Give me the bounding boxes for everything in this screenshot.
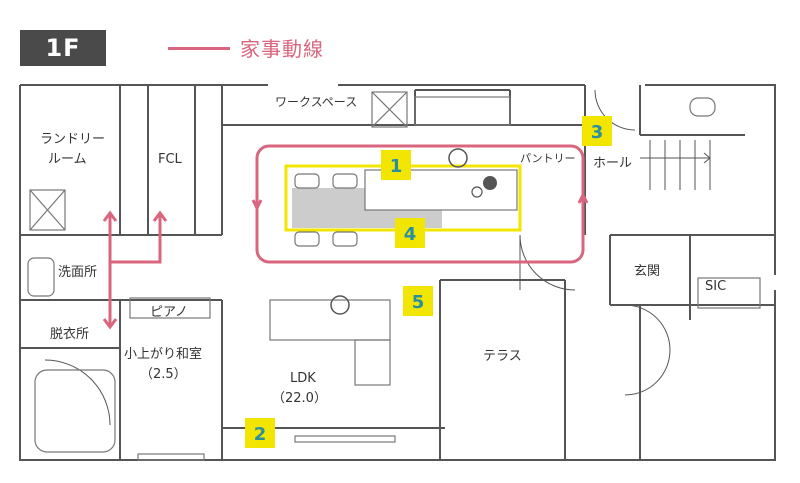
toilet — [689, 97, 716, 117]
marker-4: 4 — [404, 224, 417, 245]
room-laundry-line2: ルーム — [48, 152, 87, 167]
room-ldk: LDK — [290, 371, 316, 386]
room-piano: ピアノ — [150, 305, 188, 320]
room-workspace: ワークスペース — [275, 95, 357, 109]
room-pantry: パントリー — [520, 152, 576, 165]
markers: 1 4 2 3 5 — [245, 116, 612, 448]
walls — [19, 84, 776, 461]
marker-1: 1 — [390, 156, 403, 177]
floor-badge: 1F — [20, 30, 106, 66]
marker-3: 3 — [591, 122, 604, 143]
room-entrance: 玄関 — [634, 264, 660, 279]
room-sic: SIC — [705, 279, 726, 294]
outer-wall — [19, 84, 776, 461]
kitchen-loop-path — [255, 144, 585, 264]
room-dressing: 脱衣所 — [50, 326, 89, 342]
window-terrace — [294, 435, 396, 443]
wash-basin — [27, 257, 55, 297]
sic-shelf — [697, 277, 761, 309]
room-washroom: 洗面所 — [58, 265, 97, 280]
room-terrace: テラス — [483, 349, 522, 364]
room-ldk-size: （22.0） — [272, 391, 327, 406]
piano — [129, 297, 211, 319]
legend-line-swatch — [168, 47, 230, 50]
legend-label: 家事動線 — [240, 37, 324, 61]
room-fcl: FCL — [158, 152, 183, 167]
marker-5: 5 — [412, 292, 425, 313]
stove-burner-icon — [483, 176, 497, 190]
fixtures — [27, 91, 761, 461]
person-sofa-icon — [330, 295, 350, 315]
room-tatami: 小上がり和室 — [124, 346, 202, 362]
window-tatami — [137, 453, 205, 461]
marker-2: 2 — [254, 424, 267, 445]
stairs — [640, 140, 711, 190]
person-kitchen-icon — [448, 148, 468, 168]
sofa — [269, 299, 391, 341]
room-hall: ホール — [593, 156, 632, 171]
bathtub — [34, 369, 116, 453]
room-laundry-line1: ランドリー — [40, 132, 105, 147]
laundry-path — [108, 215, 162, 325]
room-tatami-size: （2.5） — [140, 367, 187, 382]
housework-path — [102, 144, 589, 330]
